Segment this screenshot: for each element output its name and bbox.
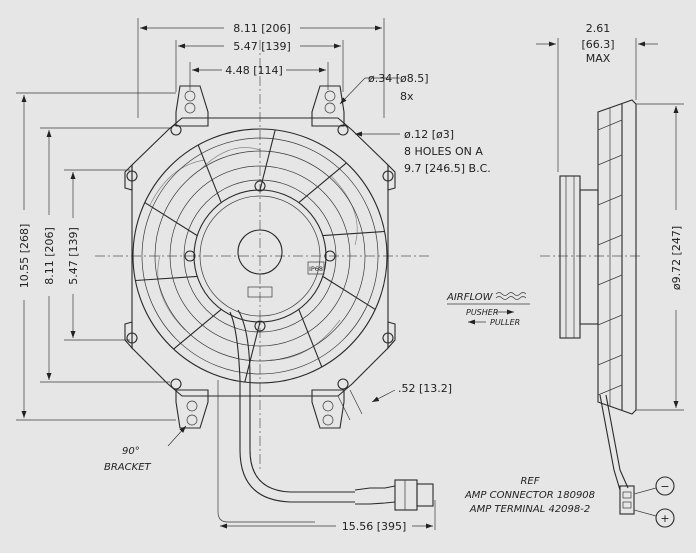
side-rib [597,274,623,286]
airflow-pusher: PUSHER [466,308,498,317]
ip-rating-text: IP68 [309,265,323,273]
dim-depth-note: MAX [586,52,611,65]
wire-leads [217,309,396,523]
side-rib [597,119,623,131]
shroud-ring-3 [154,150,366,362]
dim-height-mid: 8.11 [206] [43,227,56,285]
side-view: 2.61 [66.3] MAX ø9.72 [247] − + [536,22,684,528]
shroud-ring-5 [183,179,337,333]
side-ribs [597,119,623,396]
frame-tab-left-top [124,163,133,191]
amp-connector [394,479,434,511]
negative-symbol: − [660,480,669,493]
negative-terminal-symbol [655,476,675,496]
dim-width-inner: 4.48 [114] [225,64,283,77]
side-connector [619,485,635,515]
ip-rating-badge [307,261,325,275]
motor-shaft-hub [237,229,283,275]
mounting-hole [337,124,349,136]
dim-diameter-side: ø9.72 [247] [670,226,683,290]
ref-title: REF [520,476,539,487]
shroud-spokes [135,129,385,383]
ref-connector: AMP CONNECTOR 180908 [464,490,595,501]
shroud-spoke [322,275,376,310]
side-rib [597,234,623,246]
motor-logo-plate [247,286,273,298]
shroud-spoke [244,321,261,383]
motor-screw-bottom [254,320,266,332]
side-rib [597,154,623,166]
callout-hole-line3: 9.7 [246.5] B.C. [404,162,491,175]
side-lead-1 [605,394,629,489]
dim-height-overall: 10.55 [268] [18,224,31,289]
mounting-hole [126,170,138,182]
front-view: IP68 [95,40,434,523]
callout-slot-qty: 8x [400,90,414,103]
mounting-hole [170,378,182,390]
shroud-spoke [298,162,347,204]
front-dimensions: 8.11 [206] 5.47 [139] 4.48 [114] 10.55 [… [16,18,452,533]
side-motor-body [559,175,581,339]
fan-blades [149,147,358,361]
airflow-legend: AIRFLOW PUSHER PULLER [446,292,530,327]
dim-depth-metric: [66.3] [581,38,614,51]
mounting-hole [126,332,138,344]
dim-width-mid: 5.47 [139] [233,40,291,53]
bracket-top-right [311,85,345,127]
frame-tab-right-top [387,163,396,191]
callout-slot-dia: ø.34 [ø8.5] [368,72,429,85]
shroud-spoke [135,275,198,282]
side-rib [597,314,623,326]
dim-width-overall: 8.11 [206] [233,22,291,35]
bracket-top-left [175,85,209,127]
bracket-bottom-left [175,389,209,429]
dim-depth-value: 2.61 [586,22,611,35]
side-frame-outline [597,99,637,415]
shroud-outer-ring [132,128,388,384]
motor-screw-left [184,250,196,262]
dim-offset: .52 [13.2] [398,382,452,395]
mounting-hole [337,378,349,390]
shroud-spoke [259,129,276,191]
ref-terminal: AMP TERMINAL 42098-2 [469,504,590,515]
side-rib [597,384,623,396]
shroud-spoke [298,309,323,368]
callout-bracket-line1: 90° [122,446,140,457]
side-rib [597,354,623,366]
callouts: ø.34 [ø8.5] 8x ø.12 [ø3] 8 HOLES ON A 9.… [104,72,491,473]
callout-hole-dia: ø.12 [ø3] [404,128,454,141]
callout-hole-line2: 8 HOLES ON A [404,145,483,158]
bracket-bottom-right [311,389,345,429]
mounting-hole [382,170,394,182]
reference-note: REF AMP CONNECTOR 180908 AMP TERMINAL 42… [464,476,595,515]
positive-terminal-symbol [655,508,675,528]
frame-tab-right-bottom [387,321,396,350]
mounting-holes [126,124,394,390]
positive-symbol: + [660,512,669,525]
side-rib [597,194,623,206]
shroud-spoke [173,308,222,350]
mounting-hole [382,332,394,344]
motor-screw-top [254,180,266,192]
motor-screw-right [324,250,336,262]
motor-rim [199,195,321,317]
shroud-ring-4 [169,165,351,347]
shroud-spoke [197,144,222,203]
shroud-spoke [322,230,385,237]
airflow-label: AIRFLOW [446,292,494,303]
side-lead-2 [599,394,621,491]
shroud-ring-2 [141,137,379,375]
motor-housing [193,189,327,323]
shroud-spoke [144,202,198,237]
airflow-puller: PULLER [490,318,520,327]
side-motor-flange [579,189,599,325]
callout-bracket-line2: BRACKET [104,462,152,473]
dim-height-inner: 5.47 [139] [67,227,80,285]
dim-lead-length: 15.56 [395] [342,520,407,533]
